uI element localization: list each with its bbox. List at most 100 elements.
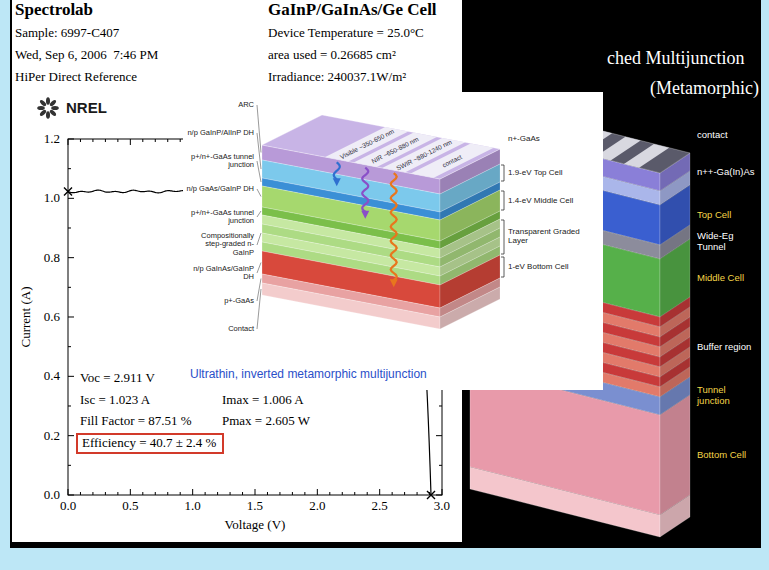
layer-label: Contact — [228, 325, 254, 333]
layer-label: Tunnel junction — [697, 385, 757, 406]
chart-title: GaInP/GaInAs/Ge Cell — [268, 0, 437, 19]
layer-label: n/p GaInP/AlInP DH — [187, 129, 254, 137]
tick-mark — [80, 492, 81, 495]
tick-mark — [354, 492, 355, 495]
layer-label: contact — [697, 130, 728, 141]
cell-bracket — [501, 220, 504, 254]
cell-bracket — [501, 257, 504, 277]
cell-label: 1-eV Bottom Cell — [508, 262, 568, 271]
panel-title: ched Multijunction — [607, 48, 744, 68]
cell-label: Transparent Graded Layer — [508, 228, 598, 246]
tick-mark — [329, 492, 330, 495]
result-value: Voc = 2.911 V — [80, 371, 155, 386]
logo-petal — [37, 106, 45, 110]
tick-mark — [105, 139, 106, 142]
arrow-head — [361, 211, 369, 219]
tick-mark — [68, 435, 74, 436]
layer-label: Wide-Eg Tunnel — [697, 231, 757, 252]
tick-mark — [68, 346, 71, 347]
tick-mark — [255, 489, 256, 495]
tick-mark — [342, 492, 343, 495]
layer-label: ARC — [238, 101, 254, 109]
tick-mark — [117, 492, 118, 495]
tick-mark — [439, 405, 442, 406]
nrel-logo — [37, 97, 59, 119]
layer-front — [470, 467, 660, 537]
result-value: Fill Factor = 87.51 % — [80, 414, 192, 429]
layer-side — [660, 395, 690, 515]
tick-mark — [117, 139, 118, 142]
tick-mark — [279, 492, 280, 495]
tick-mark — [68, 376, 74, 377]
cell-label: 1.9-eV Top Cell — [508, 169, 563, 178]
cell-label: 1.4-eV Middle Cell — [508, 196, 573, 205]
tick-mark — [155, 492, 156, 495]
meta-text: Irradiance: 240037.1W/m² — [268, 70, 406, 85]
meta-text: HiPer Direct Reference — [15, 70, 137, 85]
tick-mark — [130, 139, 131, 145]
meta-text: Device Temperature = 25.0°C — [268, 26, 424, 41]
layer-label: p+-GaAs — [224, 297, 254, 305]
layer-label: n++-Ga(In)As — [697, 167, 755, 178]
tick-label: 1.0 — [44, 191, 60, 206]
tick-mark — [367, 492, 368, 495]
panel-title: (Metamorphic) — [650, 78, 759, 98]
tick-mark — [130, 489, 131, 495]
tick-mark — [267, 492, 268, 495]
layer-label: Middle Cell — [697, 273, 744, 284]
caption: Ultrathin, inverted metamorphic multijun… — [190, 368, 427, 381]
light-arrow — [391, 173, 397, 280]
tick-label: 1.0 — [185, 499, 201, 514]
tick-label: 1.5 — [247, 499, 263, 514]
arrow-head — [390, 279, 398, 287]
tick-label: 3.0 — [434, 499, 450, 514]
logo-petal — [46, 111, 50, 119]
result-value: Imax = 1.006 A — [222, 393, 304, 408]
axis-title: Voltage (V) — [225, 518, 286, 533]
tick-mark — [68, 198, 74, 199]
tick-mark — [436, 495, 442, 496]
layer-side — [660, 495, 690, 537]
tick-mark — [230, 492, 231, 495]
chart-title: Spectrolab — [15, 0, 93, 19]
logo-petal — [51, 106, 59, 110]
contact-stripe — [624, 144, 669, 168]
leader-line — [257, 263, 261, 274]
layer-label: n+-GaAs — [508, 135, 540, 144]
tick-mark — [68, 227, 71, 228]
tick-mark — [379, 489, 380, 495]
logo-petal — [46, 97, 50, 105]
meta-text: Sample: 6997-C407 — [15, 26, 119, 41]
logo-petal — [49, 109, 57, 117]
result-box: Efficiency = 40.7 ± 2.4 % — [76, 433, 224, 454]
tick-mark — [180, 139, 181, 142]
tick-label: 0.4 — [44, 369, 60, 384]
tick-mark — [242, 492, 243, 495]
layer-front — [262, 283, 440, 329]
tick-mark — [68, 489, 69, 495]
layer-label: n/p GaInAs/GaInP DH — [186, 265, 254, 282]
tick-label: 2.5 — [372, 499, 388, 514]
tick-mark — [317, 489, 318, 495]
layer-label: n/p GaAs/GaInP DH — [187, 185, 254, 193]
tick-mark — [292, 492, 293, 495]
result-value: Isc = 1.023 A — [80, 393, 150, 408]
leader-line — [257, 105, 261, 153]
tick-mark — [68, 287, 71, 288]
tick-label: 0.0 — [60, 499, 76, 514]
tick-mark — [439, 465, 442, 466]
tick-mark — [142, 492, 143, 495]
leader-line — [257, 211, 261, 217]
tick-mark — [68, 465, 71, 466]
tick-label: 0.2 — [44, 428, 60, 443]
cell-bracket — [501, 191, 504, 210]
tick-mark — [68, 405, 71, 406]
tick-mark — [68, 316, 74, 317]
layer-side — [440, 287, 500, 329]
layer-label: Top Cell — [697, 210, 731, 221]
tick-label: 0.6 — [44, 310, 60, 325]
layer-top — [262, 115, 500, 179]
leader-line — [257, 189, 261, 197]
